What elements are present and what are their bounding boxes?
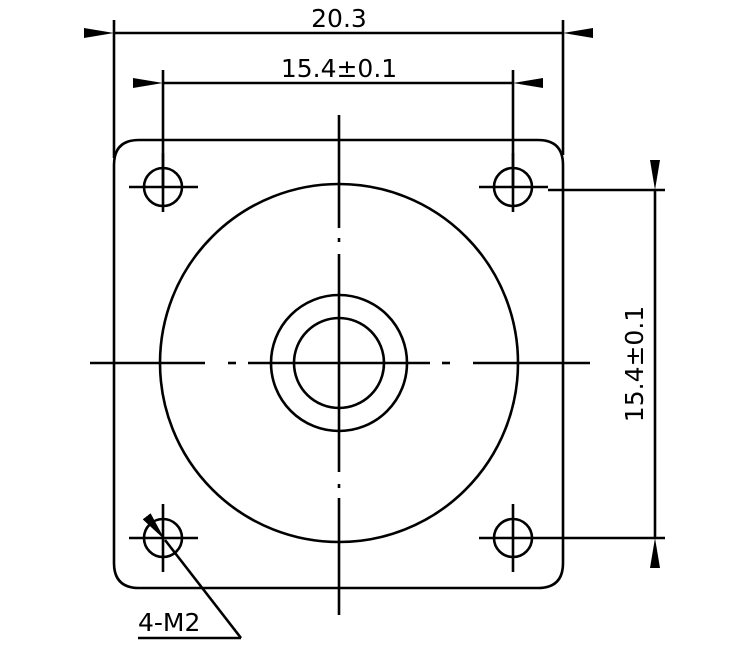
hole-spacing-horizontal-label: 15.4±0.1 (281, 54, 397, 83)
mounting-hole-bottom-right (479, 504, 548, 572)
hole-spacing-vertical-dimension: 15.4±0.1 (548, 160, 665, 568)
hole-callout-leader: 4-M2 (138, 513, 243, 640)
mounting-hole-bottom-left (129, 504, 198, 572)
hole-spacing-horizontal-dimension: 15.4±0.1 (133, 54, 543, 187)
hole-spacing-vertical-label: 15.4±0.1 (620, 306, 649, 422)
overall-width-dimension: 20.3 (84, 4, 593, 158)
hole-callout-label: 4-M2 (138, 608, 200, 637)
overall-width-label: 20.3 (311, 4, 367, 33)
center-lines (90, 115, 590, 615)
